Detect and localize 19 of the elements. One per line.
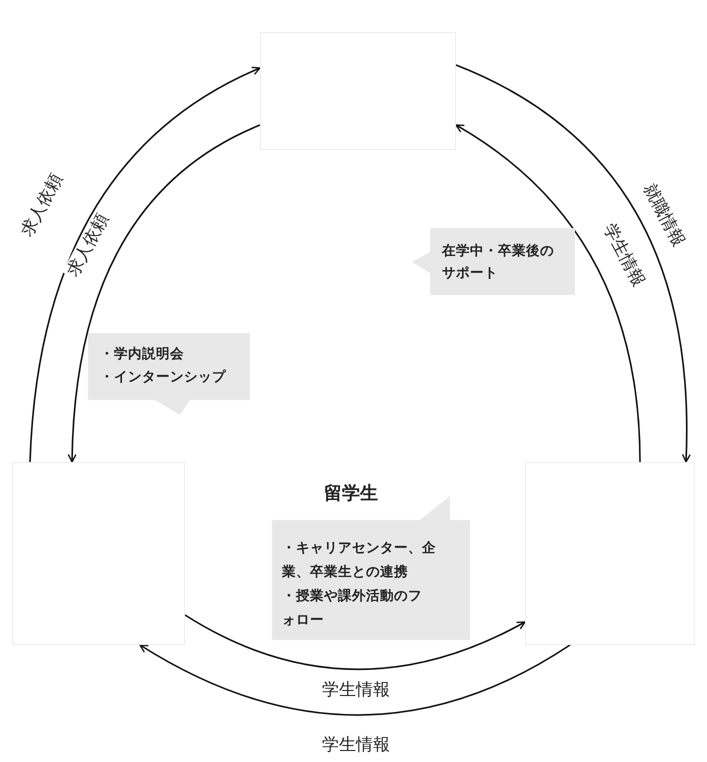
speech-bubble (412, 228, 575, 295)
curved-arrow (455, 124, 641, 462)
picture-frame (260, 32, 456, 150)
edge-label: 学生情報 (320, 680, 392, 700)
bubble-text: ・インターンシップ (100, 368, 226, 387)
curved-arrow (184, 614, 526, 670)
bubble-text: ・授業や課外活動のフォロー (282, 587, 423, 630)
curved-arrow (68, 124, 260, 463)
picture-frame (525, 462, 695, 645)
edge-label: 学生情報 (320, 735, 392, 755)
curved-arrow (139, 644, 570, 716)
heading: 留学生 (324, 484, 378, 503)
curved-arrow (29, 67, 261, 462)
picture-frame (12, 462, 185, 645)
speech-bubble (88, 333, 250, 415)
bubble-text: ・学内説明会 (100, 345, 184, 364)
bubble-text: 在学中・卒業後のサポート (442, 242, 555, 283)
curved-arrow (456, 64, 690, 463)
bubble-text: ・キャリアセンター、企業、卒業生との連携 (282, 539, 437, 582)
